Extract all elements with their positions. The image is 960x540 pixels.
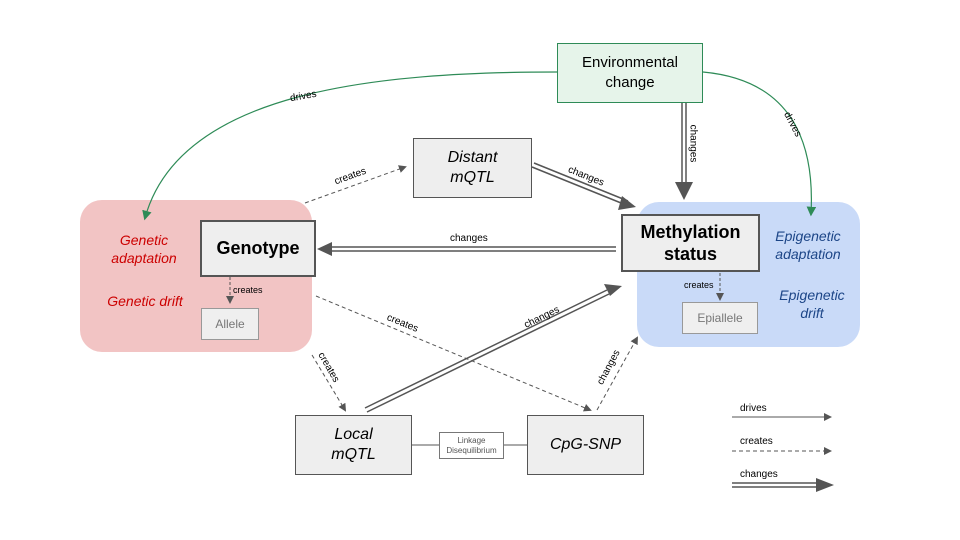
- local-mqtl-node: Local mQTL: [295, 415, 412, 475]
- epiallele-node: Epiallele: [682, 302, 758, 334]
- genotype-label: Genotype: [216, 238, 300, 258]
- environmental-change-label: Environmental change: [582, 54, 678, 91]
- environmental-change-node: Environmental change: [557, 43, 703, 103]
- cpg-snp-label: CpG-SNP: [549, 436, 622, 453]
- genotype-node: Genotype: [200, 220, 316, 277]
- epigenetic-drift-text: Epigenetic drift: [779, 287, 845, 321]
- epiallele-label: Epiallele: [697, 311, 743, 325]
- epigenetic-adaptation-text: Epigenetic adaptation: [775, 228, 841, 262]
- allele-label: Allele: [215, 317, 245, 331]
- linkage-disequilibrium-label: Linkage Disequilibrium: [446, 435, 497, 455]
- genetic-adaptation-text: Genetic adaptation: [111, 232, 177, 266]
- legend-changes-label: changes: [740, 469, 778, 480]
- creates-label-allele: creates: [233, 285, 263, 295]
- linkage-disequilibrium-node: Linkage Disequilibrium: [439, 432, 504, 459]
- genetic-drift-text: Genetic drift: [107, 293, 183, 309]
- legend-changes-line: [732, 478, 834, 492]
- legend-drives-label: drives: [740, 403, 767, 414]
- local-mqtl-label: Local mQTL: [331, 426, 376, 463]
- creates-edge-local: [311, 354, 347, 412]
- creates-edge-cpg: [315, 295, 592, 412]
- changes-edge-environment: [675, 103, 693, 200]
- methylation-status-node: Methylation status: [621, 214, 760, 272]
- distant-mqtl-node: Distant mQTL: [413, 138, 532, 198]
- legend-creates-label: creates: [740, 436, 773, 447]
- distant-mqtl-label: Distant mQTL: [447, 149, 498, 186]
- drives-edge-genetic: [142, 71, 558, 221]
- methylation-status-label: Methylation status: [640, 222, 741, 264]
- changes-label-genotype: changes: [450, 233, 488, 244]
- creates-edge-distant: [304, 165, 407, 204]
- creates-label-epiallele: creates: [684, 280, 714, 290]
- allele-node: Allele: [201, 308, 259, 340]
- drives-edge-epigenetic: [702, 71, 817, 217]
- cpg-snp-node: CpG-SNP: [527, 415, 644, 475]
- changes-label-environment: changes: [687, 124, 699, 163]
- changes-edge-distant: [531, 162, 636, 210]
- changes-edge-genotype: [317, 242, 616, 256]
- changes-edge-local: [364, 284, 622, 413]
